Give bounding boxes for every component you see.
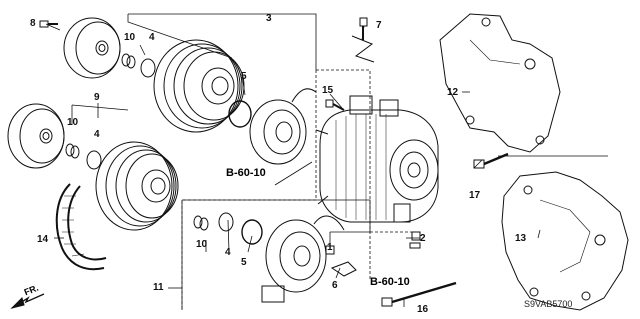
compressor-body	[315, 95, 439, 223]
callout-12: 12	[447, 87, 459, 98]
leader-lines	[45, 13, 541, 307]
clutch-box	[182, 199, 371, 233]
callout-10-lower: 10	[67, 117, 79, 128]
callout-10-clutch: 10	[196, 239, 208, 250]
callout-2: 2	[420, 233, 426, 244]
bolt-1	[325, 245, 335, 255]
callout-7: 7	[376, 20, 382, 31]
bracket-upper	[439, 13, 561, 153]
pressure-plate-upper	[63, 17, 121, 79]
bolt-16	[381, 281, 457, 307]
callout-17: 17	[469, 190, 481, 201]
snap-ring-lower	[241, 219, 263, 245]
snap-ring-upper	[228, 100, 252, 128]
callout-10-upper: 10	[124, 32, 136, 43]
drive-belt	[55, 183, 107, 271]
callout-11: 11	[153, 282, 164, 293]
pressure-plate-lower	[7, 103, 65, 169]
pulley-upper	[153, 39, 245, 133]
pulley-lower	[95, 141, 179, 231]
bolt-8	[39, 20, 58, 28]
callout-16: 16	[417, 304, 429, 315]
callout-8: 8	[30, 18, 36, 29]
clip-6	[330, 261, 357, 277]
bolt-2	[409, 231, 421, 249]
shims-clutch	[193, 212, 234, 232]
reference-label-lower: B-60-10	[370, 276, 410, 288]
callout-5-lower: 5	[241, 257, 247, 268]
callout-15: 15	[322, 85, 334, 96]
callout-4-clutch: 4	[225, 247, 231, 258]
callout-14: 14	[37, 234, 49, 245]
reference-label-upper: B-60-10	[226, 167, 266, 179]
field-coil-lower	[261, 215, 345, 303]
diagram-code: S9VAB5700	[524, 299, 573, 309]
callout-9: 9	[94, 92, 100, 103]
front-arrow	[10, 293, 45, 309]
shims-lower	[65, 143, 102, 170]
bolt-15	[325, 99, 345, 111]
callout-13: 13	[515, 233, 527, 244]
callout-3: 3	[266, 13, 272, 24]
callout-4-lower: 4	[94, 129, 100, 140]
bolt-7	[351, 17, 375, 63]
callout-5-upper: 5	[241, 71, 247, 82]
callout-1: 1	[327, 242, 333, 253]
compressor-group-box	[181, 69, 420, 310]
callout-6: 6	[332, 280, 338, 291]
field-coil-upper	[249, 88, 317, 165]
callout-4-upper: 4	[149, 32, 155, 43]
shims-upper	[121, 53, 156, 78]
bracket-lower	[501, 171, 629, 311]
